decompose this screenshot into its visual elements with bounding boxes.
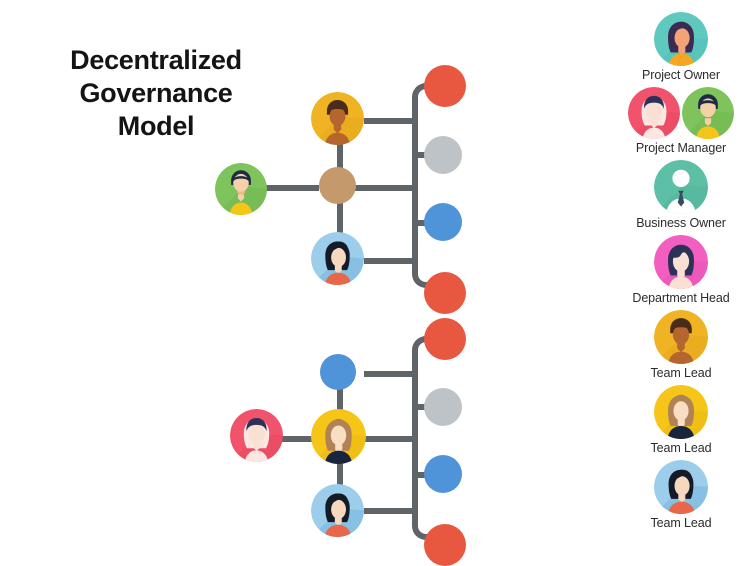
wire-bottomavatar-to-spine-bottom	[364, 508, 416, 514]
legend-avatars-department-head	[612, 235, 750, 289]
page-title-line-2: Governance	[79, 77, 233, 108]
top-tree-top-avatar-team-lead[interactable]	[311, 92, 364, 145]
top-tree-left-avatar-project-manager[interactable]	[215, 163, 267, 215]
bus-spine-top	[412, 83, 434, 288]
bottom-tree-hub-avatar-team-lead[interactable]	[311, 409, 366, 464]
bottom-tree-bus-node-1[interactable]	[424, 318, 466, 360]
bottom-tree-bus-node-4[interactable]	[424, 524, 466, 566]
legend-label-project-owner: Project Owner	[642, 68, 720, 82]
legend-item-department-head[interactable]: Department Head	[612, 235, 750, 305]
owner-teal-avatar-icon	[654, 12, 708, 66]
wire-hub-to-spine-top	[352, 185, 414, 191]
page-title: Decentralized Governance Model	[36, 44, 276, 143]
bottom-tree-bus-node-2[interactable]	[424, 388, 462, 426]
legend-avatars-project-owner	[612, 12, 750, 66]
bus-spine-bottom	[412, 336, 434, 540]
legend-avatars-project-manager	[612, 87, 750, 139]
wire-topnode-to-spine-bottom	[364, 371, 416, 377]
top-tree-bus-node-1[interactable]	[424, 65, 466, 107]
legend-avatars-team-lead-3	[612, 460, 750, 514]
legend-label-team-lead-1: Team Lead	[650, 366, 712, 380]
wire-hub-to-spine-bottom	[355, 436, 416, 442]
wire-left-to-hub-bottom	[281, 436, 321, 442]
legend-label-business-owner: Business Owner	[636, 216, 726, 230]
bottom-tree-bottom-avatar-team-lead[interactable]	[311, 484, 364, 537]
top-tree-bus-node-2[interactable]	[424, 136, 462, 174]
wire-bottomavatar-to-spine	[364, 258, 416, 264]
bottom-tree-left-avatar-project-manager[interactable]	[230, 409, 283, 462]
manager-pink-avatar-icon	[628, 87, 680, 139]
legend-item-project-owner[interactable]: Project Owner	[612, 12, 750, 82]
top-tree-bus-node-4[interactable]	[424, 272, 466, 314]
legend-avatars-team-lead-2	[612, 385, 750, 439]
legend-label-project-manager: Project Manager	[635, 141, 727, 155]
legend-avatars-business-owner	[612, 160, 750, 214]
wire-hub-to-bottom-avatar-bottom	[337, 436, 343, 498]
legend-item-team-lead-2[interactable]: Team Lead	[612, 385, 750, 455]
top-tree-bus-node-3[interactable]	[424, 203, 462, 241]
top-tree-bottom-avatar-team-lead[interactable]	[311, 232, 364, 285]
top-tree-hub-node[interactable]	[319, 167, 356, 204]
wire-topavatar-to-spine	[364, 118, 416, 124]
page-title-line-1: Decentralized	[70, 45, 242, 75]
dept-magenta-avatar-icon	[654, 235, 708, 289]
page-title-line-3: Model	[117, 110, 195, 141]
bottom-tree-bus-node-3[interactable]	[424, 455, 462, 493]
wire-hub-to-bottom-avatar	[337, 185, 343, 247]
legend-item-team-lead-3[interactable]: Team Lead	[612, 460, 750, 530]
legend-item-business-owner[interactable]: Business Owner	[612, 160, 750, 230]
wire-hub-to-top-avatar	[337, 128, 343, 186]
legend-item-project-manager[interactable]: Project Manager	[612, 87, 750, 155]
legend-label-department-head: Department Head	[632, 291, 730, 305]
business-seagreen-avatar-icon	[654, 160, 708, 214]
lead-gold-avatar-icon	[654, 310, 708, 364]
bottom-tree-top-node[interactable]	[320, 354, 356, 390]
legend-item-team-lead-1[interactable]: Team Lead	[612, 310, 750, 380]
lead-yellow-avatar-icon	[654, 385, 708, 439]
legend-panel: Project Owner	[612, 12, 750, 535]
legend-avatars-team-lead-1	[612, 310, 750, 364]
manager-green-avatar-icon	[682, 87, 734, 139]
wire-left-to-hub-top	[263, 185, 319, 191]
legend-label-team-lead-2: Team Lead	[650, 441, 712, 455]
legend-label-team-lead-3: Team Lead	[650, 516, 712, 530]
lead-lightblue-avatar-icon	[654, 460, 708, 514]
